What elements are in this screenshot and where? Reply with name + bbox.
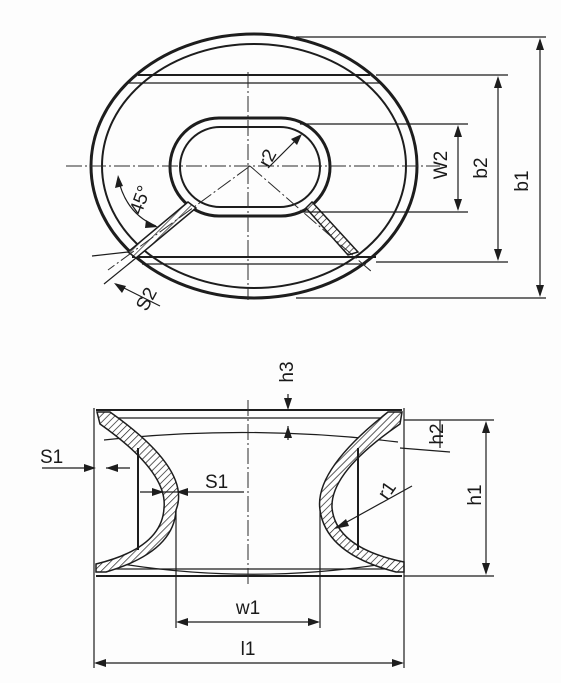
h1-arrow-bottom	[482, 563, 490, 575]
angle-label: 45°	[126, 183, 156, 217]
l1-arrow-left	[94, 659, 106, 667]
l1-label: l1	[241, 639, 256, 660]
r1-label: r1	[374, 478, 401, 504]
s2-arrow	[114, 283, 126, 293]
w1-label: w1	[235, 598, 260, 619]
diagonal-centerline-right	[249, 165, 373, 273]
s2-ext-1	[91, 251, 129, 257]
w1-arrow-left	[176, 618, 188, 626]
right-shell-section	[318, 411, 405, 573]
r1-leader	[335, 485, 413, 529]
h3-arrow-top	[284, 398, 292, 410]
b1-arrow-bottom	[536, 285, 544, 297]
saddle-lower-curve	[109, 561, 391, 575]
w2-arrow-top	[454, 125, 462, 137]
s1-left-arrow-2	[106, 464, 118, 472]
side-view	[42, 394, 494, 668]
h2-ext	[399, 447, 451, 453]
b2-arrow-bottom	[494, 249, 502, 261]
s1-inner-arrow-b	[176, 488, 188, 496]
s2-label: S2	[132, 284, 161, 314]
diagonal-centerline-left	[107, 165, 251, 271]
w2-label: W2	[431, 151, 452, 180]
s2-ext-2	[103, 257, 137, 285]
h1-label: h1	[465, 484, 486, 505]
h3-label: h3	[277, 361, 298, 382]
l1-arrow-right	[392, 659, 404, 667]
b2-label: b2	[471, 157, 492, 178]
r2-label: r2	[255, 146, 281, 171]
w2-arrow-bottom	[454, 199, 462, 211]
center-opening-outer	[168, 116, 332, 218]
b1-label: b1	[512, 170, 533, 191]
b1-arrow-top	[536, 38, 544, 50]
s1-left-arrow	[84, 464, 96, 472]
w1-arrow-right	[308, 618, 320, 626]
angle-arrow-top	[115, 175, 123, 188]
b2-arrow-top	[494, 76, 502, 88]
h1-arrow-top	[482, 421, 490, 433]
center-opening-inner	[179, 126, 321, 208]
h2-label: h2	[427, 423, 448, 444]
r2-arrow	[291, 134, 302, 145]
angle-arrow-bottom	[145, 220, 158, 228]
s1-inner-arrow-a	[152, 488, 164, 496]
left-shell-section	[95, 411, 180, 573]
s1-inner-label: S1	[205, 472, 228, 493]
h3-arrow-bottom	[284, 426, 292, 438]
top-view	[66, 32, 546, 307]
s1-left-label: S1	[40, 447, 63, 468]
right-flank-plate	[304, 200, 360, 256]
r1-arrow	[334, 519, 349, 529]
saddle-upper-curve	[103, 431, 399, 443]
